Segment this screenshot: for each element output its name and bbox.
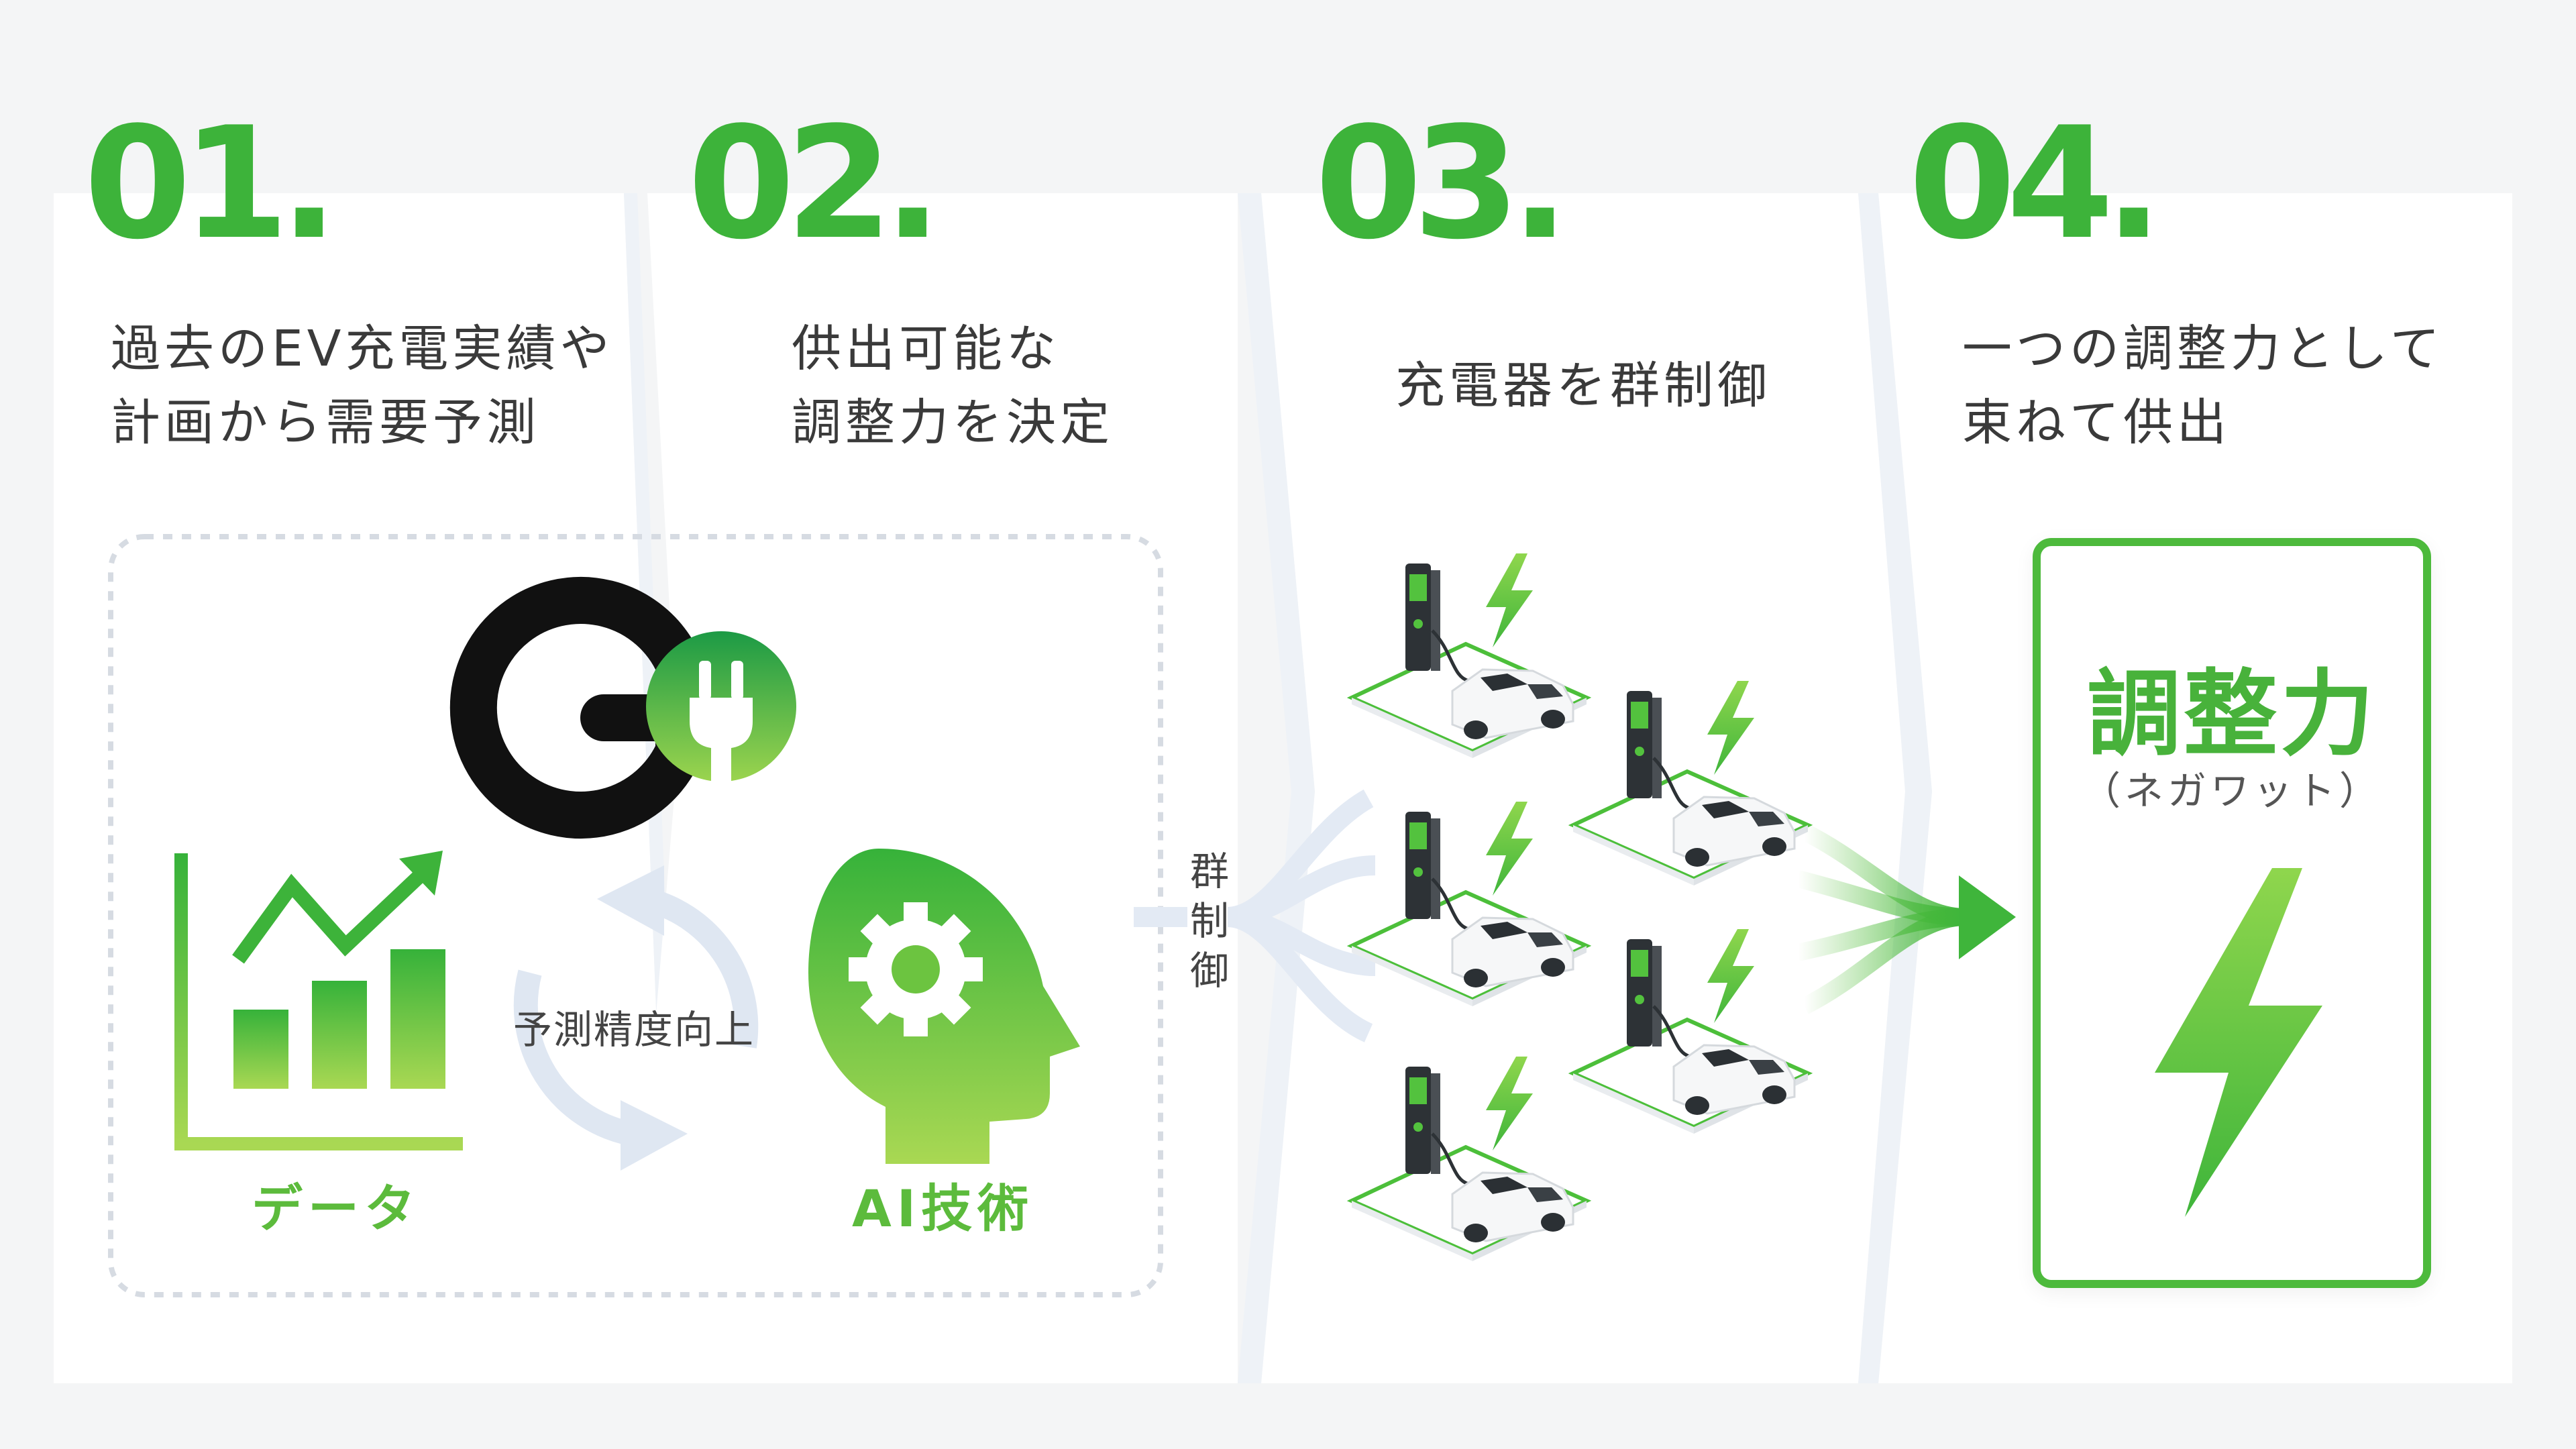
step-3-text: 充電器を群制御	[1395, 357, 1771, 415]
result-title: 調整力	[2086, 660, 2377, 769]
ai-label: AI技術	[852, 1179, 1034, 1238]
step-number-2: 02.	[688, 95, 942, 274]
ai-head-gear-icon	[808, 849, 1080, 1164]
step-2-text: 供出可能な 調整力を決定	[792, 320, 1114, 451]
panel-2	[625, 193, 1238, 1383]
cycle-label: 予測精度向上	[513, 1007, 755, 1053]
cycle-arrows-icon	[513, 887, 759, 1146]
step-number-1: 01.	[84, 95, 338, 274]
step-number-4: 04.	[1909, 95, 2163, 274]
chart-icon	[174, 851, 463, 1150]
data-label: データ	[252, 1179, 421, 1238]
step-1-text: 過去のEV充電実績や 計画から需要予測	[111, 320, 614, 451]
aggregate-arrow-icon	[1795, 824, 1966, 1014]
lightning-icon	[2155, 868, 2322, 1217]
result-box: 調整力 （ネガワット）	[2033, 538, 2431, 1288]
step-number-3: 03.	[1315, 95, 1569, 274]
group-control-label: 群 制 御	[1189, 849, 1229, 994]
prediction-box	[108, 534, 1163, 1297]
step-4-text: 一つの調整力として 束ねて供出	[1962, 320, 2444, 451]
go-logo-icon	[449, 577, 796, 839]
result-subtitle: （ネガワット）	[2081, 768, 2382, 814]
control-arrow-icon	[1134, 789, 1376, 1042]
